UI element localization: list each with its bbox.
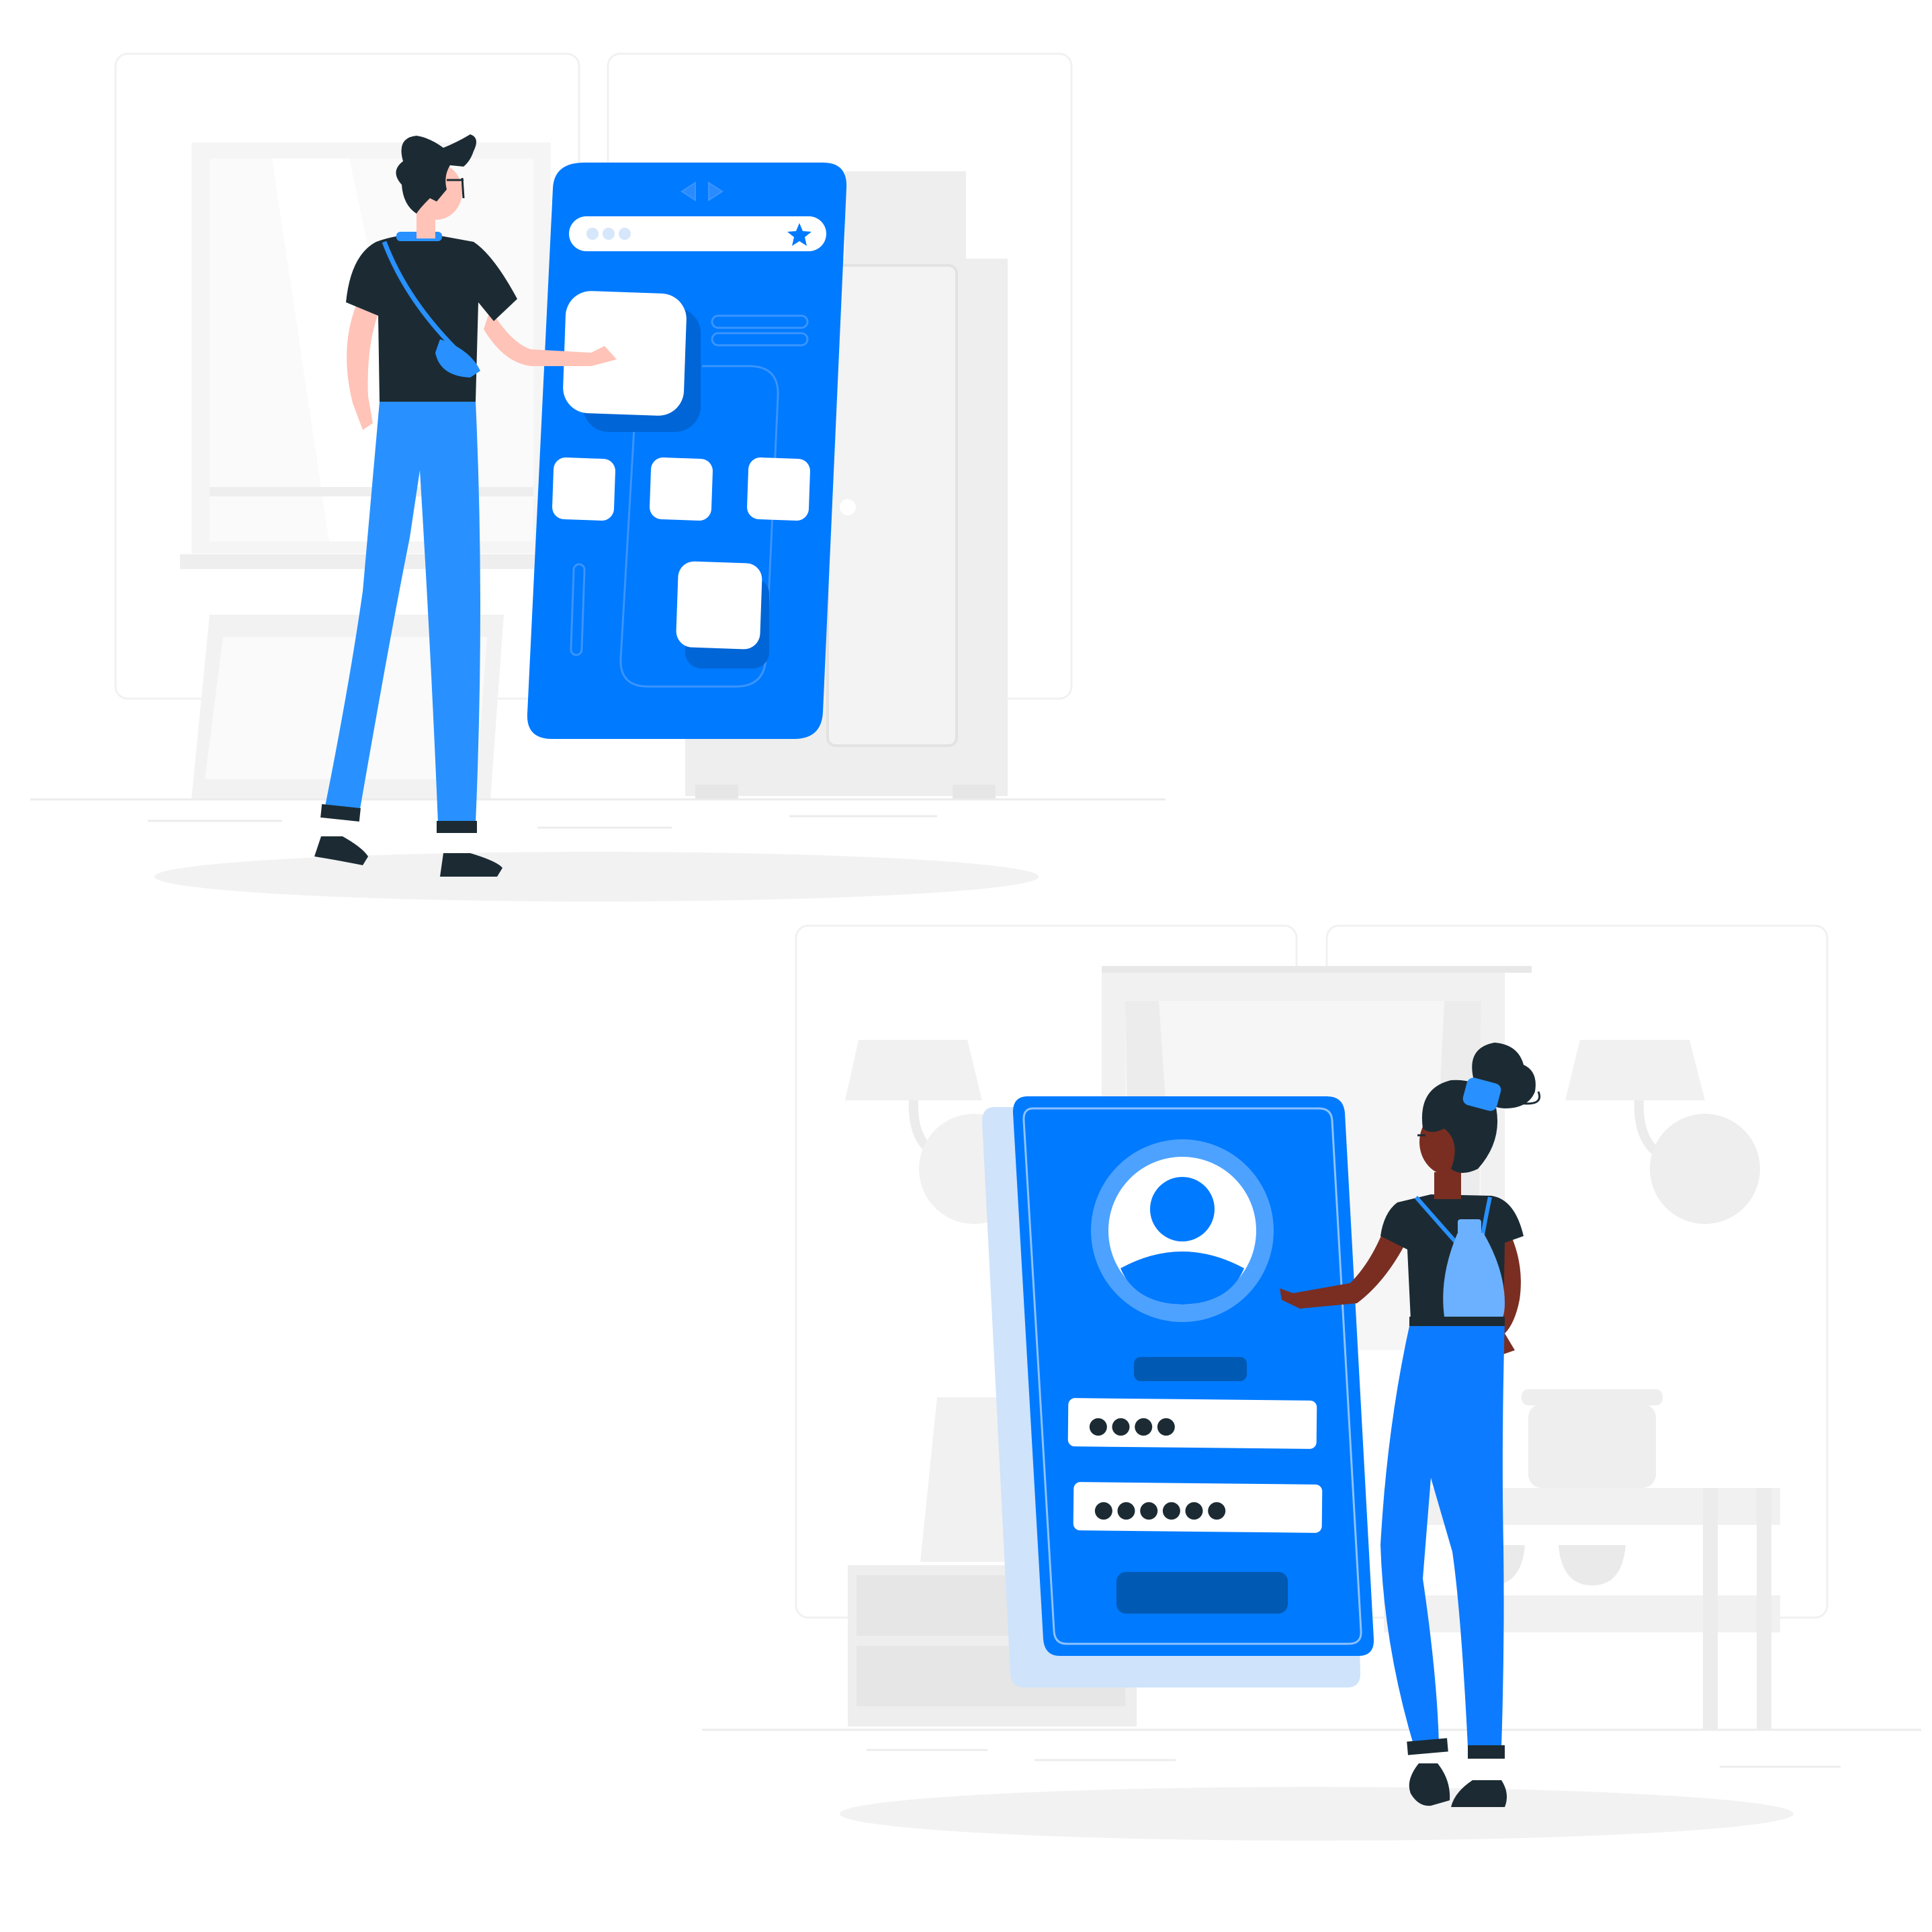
top-phone-flow-outline <box>619 365 779 688</box>
top-phone-address-bar[interactable] <box>569 216 826 251</box>
woman-right-cuff <box>1468 1745 1505 1759</box>
man-figure <box>314 134 617 877</box>
man-left-shoe <box>314 836 368 865</box>
bottom-shelf-leg-1 <box>1703 1488 1718 1730</box>
login-username-label <box>1134 1357 1247 1381</box>
bottom-shelf-mid <box>1384 1595 1780 1632</box>
man-shirt <box>346 234 517 402</box>
login-phone-inner-border <box>1022 1107 1362 1645</box>
man-hair <box>396 134 476 214</box>
pin-input-mask: ●●●● <box>1088 1412 1179 1439</box>
top-wardrobe-leg-left <box>695 785 738 799</box>
man-crossbody-bag <box>435 339 480 378</box>
top-phone <box>527 163 847 739</box>
bottom-floor-shadow <box>840 1787 1794 1841</box>
login-button[interactable] <box>1116 1572 1288 1614</box>
top-phone-slider-track <box>570 563 586 656</box>
bottom-lamp-plate-right <box>1650 1114 1760 1224</box>
left-arrow-icon[interactable] <box>680 181 696 202</box>
top-phone-tile-1[interactable] <box>552 457 615 521</box>
woman-hair-wave <box>1511 1091 1540 1105</box>
bottom-lamp-shade-right <box>1565 1040 1705 1100</box>
password-input-mask: ●●●●●● <box>1094 1496 1229 1523</box>
bottom-curtain-rod <box>1102 966 1532 973</box>
user-avatar-icon[interactable] <box>1108 1157 1256 1305</box>
bottom-picture-frame <box>920 1397 1021 1562</box>
woman-headband <box>1462 1078 1501 1111</box>
woman-right-shoe <box>1451 1780 1507 1807</box>
bottom-shelf-leg-2 <box>1757 1488 1771 1730</box>
top-phone-text-line-2 <box>711 332 809 347</box>
top-phone-tile-main[interactable] <box>562 290 687 416</box>
woman-belt <box>1409 1317 1505 1326</box>
top-wardrobe-knob <box>840 499 856 515</box>
man-right-shoe <box>440 853 502 877</box>
bottom-bowl-2 <box>1558 1545 1626 1585</box>
top-phone-tile-4[interactable] <box>676 561 762 650</box>
three-dots-icon <box>586 228 631 240</box>
glasses-icon <box>447 177 465 199</box>
man-right-arm <box>484 309 617 366</box>
woman-backpack-top <box>1458 1219 1481 1234</box>
star-icon[interactable] <box>787 223 811 246</box>
top-wardrobe-top <box>845 171 966 262</box>
login-phone: ●●●● ●●●●●● <box>982 1096 1374 1687</box>
woman-backpack <box>1443 1233 1505 1339</box>
man-left-arm <box>347 306 378 430</box>
man-right-cuff <box>437 821 477 833</box>
woman-pants <box>1380 1320 1505 1747</box>
woman-neck <box>1434 1172 1461 1199</box>
bottom-pot <box>1528 1404 1656 1488</box>
man-left-cuff <box>320 804 361 822</box>
top-phone-tile-3[interactable] <box>746 457 810 521</box>
bottom-pot-lid <box>1522 1389 1663 1405</box>
woman-left-shoe <box>1409 1763 1450 1806</box>
pin-input[interactable] <box>1067 1398 1317 1449</box>
bottom-lamp-shade-left <box>845 1040 982 1100</box>
top-wardrobe-leg-right <box>953 785 996 799</box>
top-phone-text-line-1 <box>711 314 809 329</box>
top-floor-shadow <box>155 852 1039 902</box>
woman-left-arm <box>1280 1229 1404 1309</box>
man-pants <box>324 402 480 823</box>
woman-figure <box>1280 1043 1540 1807</box>
woman-left-cuff <box>1407 1738 1448 1755</box>
top-phone-tile-2[interactable] <box>649 457 713 521</box>
right-arrow-icon[interactable] <box>708 181 723 202</box>
password-input[interactable] <box>1073 1482 1323 1533</box>
